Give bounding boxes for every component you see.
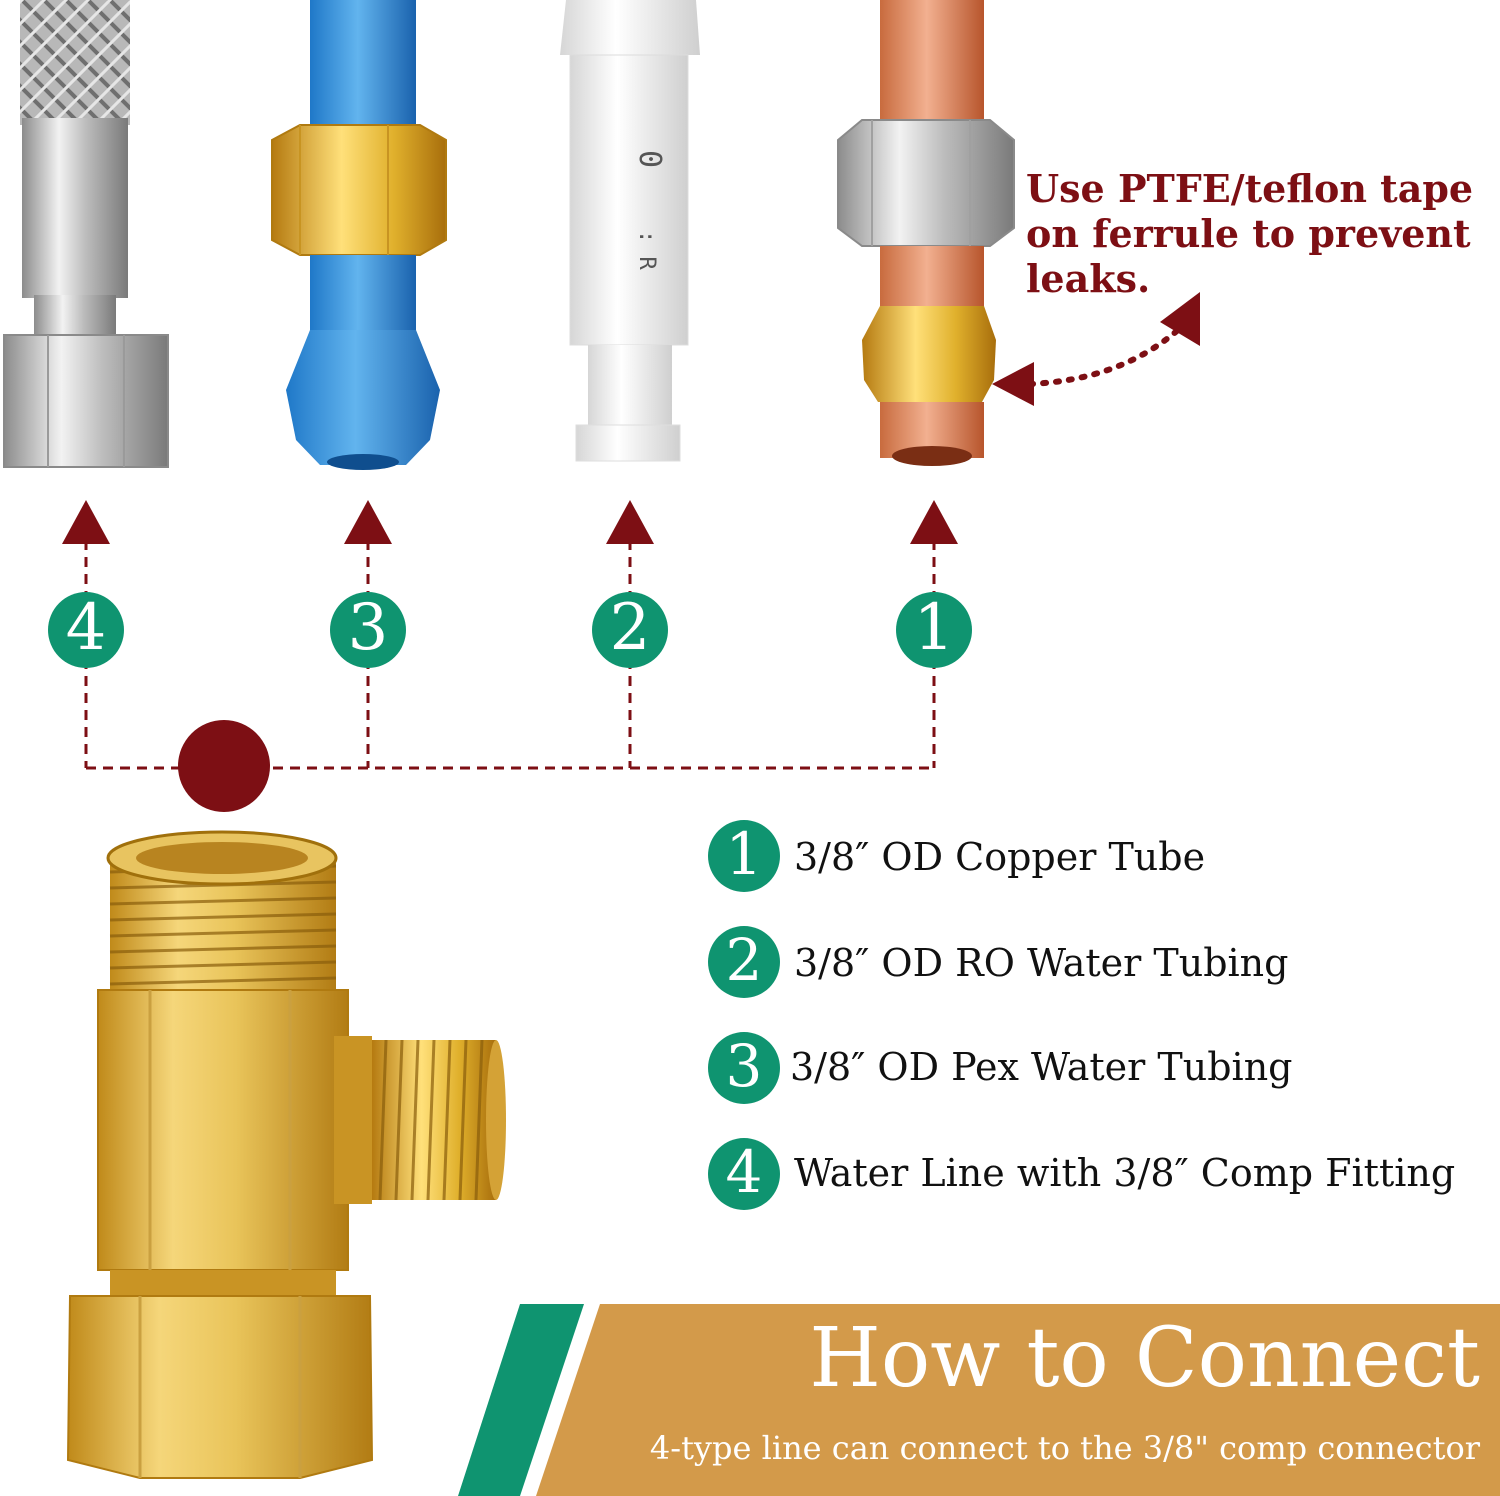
svg-text:0: 0 bbox=[632, 150, 667, 168]
ptfe-tape-note: Use PTFE/teflon tape on ferrule to preve… bbox=[1026, 166, 1474, 301]
arrow-up-icon bbox=[606, 500, 654, 544]
badge-number-4: 4 bbox=[65, 591, 107, 665]
banner-title: How to Connect bbox=[809, 1311, 1480, 1406]
brass-tee-connector-icon bbox=[66, 830, 506, 1479]
number-badge-icon: 1 bbox=[896, 592, 972, 668]
number-badge-icon: 3 bbox=[330, 592, 406, 668]
white-pex-tube-icon: 0 : R bbox=[560, 0, 700, 462]
legend-badge-icon: 4 bbox=[708, 1138, 780, 1210]
legend-label-pex-tubing: 3/8″ OD Pex Water Tubing bbox=[790, 1045, 1293, 1089]
copper-tube-icon bbox=[837, 0, 1015, 466]
arrow-up-icon bbox=[344, 500, 392, 544]
svg-text:: R: : R bbox=[634, 230, 659, 270]
legend-label-water-line: Water Line with 3/8″ Comp Fitting bbox=[794, 1151, 1456, 1195]
badge-number-2: 2 bbox=[609, 591, 651, 665]
blue-ro-tube-icon bbox=[271, 0, 447, 470]
arrow-up-icon bbox=[910, 500, 958, 544]
banner-subtitle: 4-type line can connect to the 3/8" comp… bbox=[649, 1429, 1480, 1467]
legend-label-ro-tubing: 3/8″ OD RO Water Tubing bbox=[794, 941, 1289, 985]
legend-badge-icon: 2 bbox=[708, 926, 780, 998]
number-badge-icon: 4 bbox=[48, 592, 124, 668]
number-badge-icon: 2 bbox=[592, 592, 668, 668]
legend-badge-icon: 3 bbox=[708, 1032, 780, 1104]
badge-number-3: 3 bbox=[347, 591, 389, 665]
legend-badge-icon: 1 bbox=[708, 820, 780, 892]
note-pointer-arrow-icon bbox=[992, 292, 1200, 406]
arrow-up-icon bbox=[62, 500, 110, 544]
junction-dot-icon bbox=[178, 720, 270, 812]
braided-hose-icon bbox=[3, 0, 169, 468]
banner-background bbox=[458, 1304, 1500, 1496]
badge-number-1: 1 bbox=[913, 591, 955, 665]
legend-label-copper-tube: 3/8″ OD Copper Tube bbox=[794, 835, 1206, 879]
up-arrow-heads bbox=[62, 500, 958, 544]
